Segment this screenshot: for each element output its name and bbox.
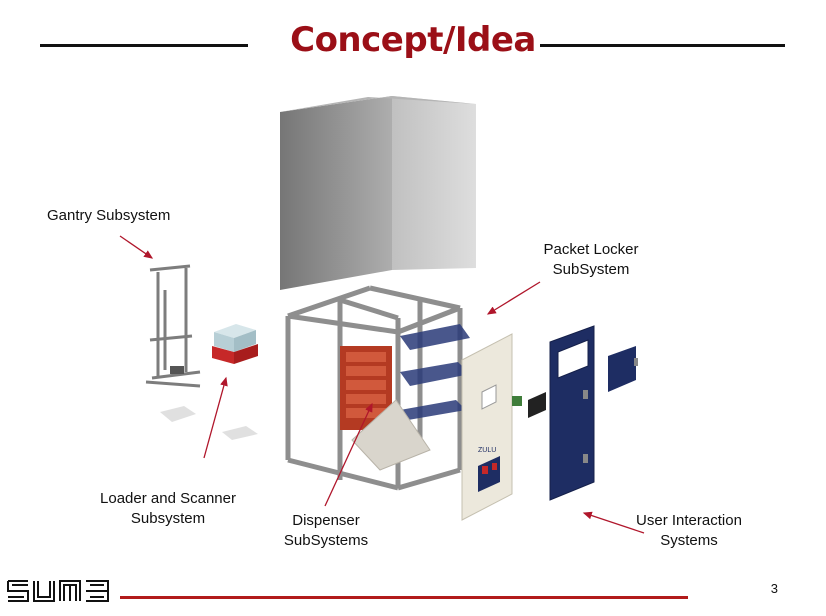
chute	[351, 399, 431, 471]
loader-shadow	[222, 426, 258, 440]
label-user-interaction-line2: Systems	[660, 532, 718, 549]
side-cover-tab	[634, 358, 638, 366]
front-door-panel: ZULU	[461, 333, 513, 521]
gantry-carriage	[170, 366, 184, 374]
label-user-interaction: User Interaction Systems	[624, 511, 754, 551]
screen-part	[528, 392, 546, 418]
label-packet-locker-line2: SubSystem	[552, 261, 630, 278]
locker-shelves	[400, 324, 470, 420]
label-dispenser: Dispenser SubSystems	[266, 511, 386, 551]
page-number: 3	[770, 581, 778, 596]
label-loader-scanner: Loader and Scanner Subsystem	[88, 489, 248, 529]
label-dispenser-line1: Dispenser	[292, 512, 360, 529]
slide-title: Concept/Idea	[290, 20, 536, 60]
side-cover	[608, 346, 636, 392]
label-gantry-text: Gantry Subsystem	[47, 207, 171, 224]
pcb-part	[512, 396, 522, 406]
footer-rule	[120, 596, 688, 599]
gantry-shadow	[160, 406, 196, 422]
label-packet-locker-line1: Packet Locker	[543, 241, 639, 258]
gantry-assembly	[145, 264, 201, 388]
logo-icon	[7, 580, 109, 602]
user-interaction-panel	[549, 325, 595, 501]
svg-text:ZULU: ZULU	[478, 447, 496, 454]
label-packet-locker: Packet Locker SubSystem	[536, 240, 646, 280]
label-dispenser-line2: SubSystems	[283, 532, 369, 549]
label-loader-line1: Loader and Scanner	[100, 490, 236, 507]
label-gantry-subsystem: Gantry Subsystem	[47, 206, 170, 226]
title-rule-left	[40, 44, 248, 47]
pointer-arrows	[119, 235, 645, 534]
top-enclosure	[280, 96, 476, 290]
label-loader-line2: Subsystem	[130, 510, 206, 527]
label-user-interaction-line1: User Interaction	[636, 512, 742, 529]
loader-scanner-unit	[212, 324, 258, 364]
title-rule-right	[540, 44, 785, 47]
